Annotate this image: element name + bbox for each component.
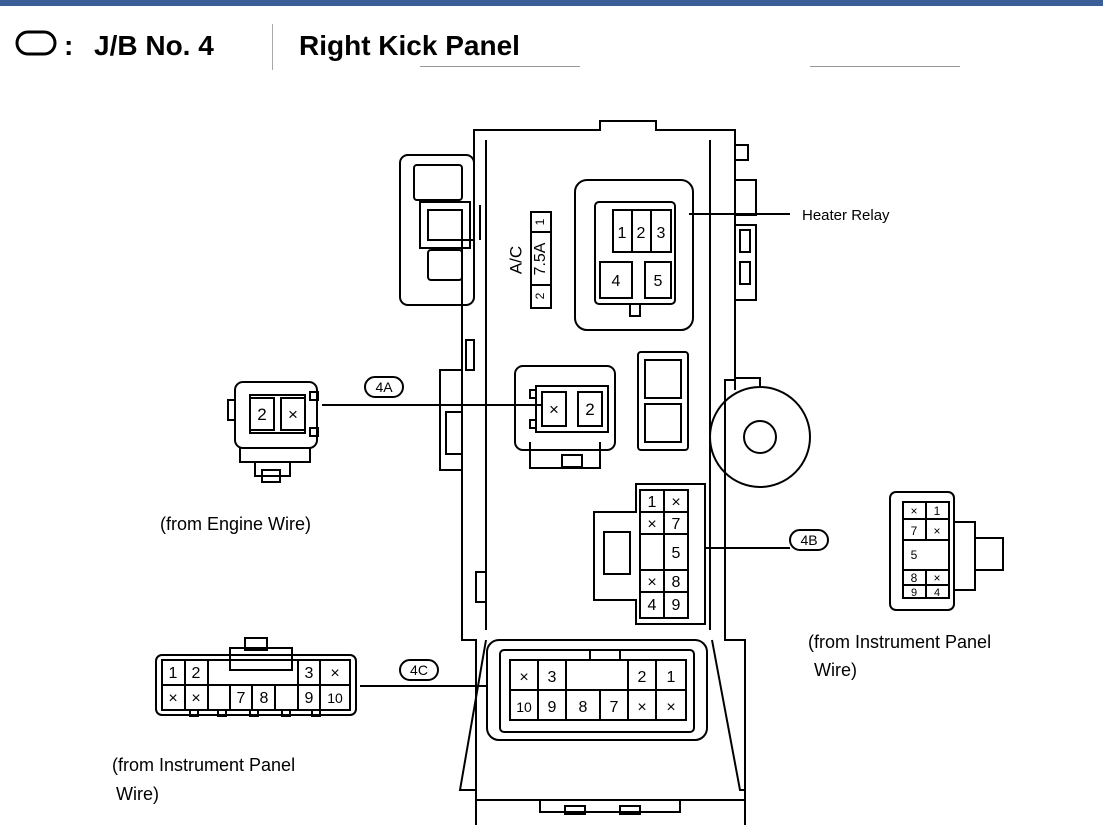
4C-socket-pin: 7 xyxy=(610,699,619,716)
mounting-boss xyxy=(709,377,811,488)
connector-4B-caption: (from Instrument Panel xyxy=(808,632,991,652)
4C-socket-pin: 1 xyxy=(667,669,676,686)
4B-plug-pin: 4 xyxy=(934,587,940,599)
4B-socket-pin: 1 xyxy=(648,494,657,511)
header-rule xyxy=(420,66,580,67)
ac-fuse xyxy=(530,211,552,309)
fuse-pin-bottom: 2 xyxy=(533,292,547,299)
4B-socket-pin: × xyxy=(647,516,656,533)
connector-4B-tag: 4B xyxy=(800,532,817,548)
empty-slot-frame xyxy=(637,351,689,451)
4C-plug-pin: 2 xyxy=(192,665,201,682)
4A-socket-pin: 2 xyxy=(585,400,594,419)
connector-4C-plug xyxy=(155,637,357,717)
4B-plug-pin: × xyxy=(910,504,917,518)
relay-pin: 3 xyxy=(657,225,666,242)
4B-socket-pin: 8 xyxy=(672,574,681,591)
oval-legend-icon xyxy=(15,30,57,56)
4C-plug-pin: 1 xyxy=(169,665,178,682)
page-header: : J/B No. 4 Right Kick Panel xyxy=(0,6,1103,72)
connector-4B-socket xyxy=(593,483,790,625)
4C-plug-pin: 7 xyxy=(237,690,246,707)
heater-relay-socket xyxy=(574,179,790,331)
4C-socket-pin: 3 xyxy=(548,669,557,686)
4B-plug-pin: 5 xyxy=(911,548,918,562)
4A-socket-pin: × xyxy=(549,400,559,419)
4C-plug-pin: 8 xyxy=(260,690,269,707)
left-middle-tabs xyxy=(439,339,487,603)
connector-4A-tag: 4A xyxy=(375,379,393,395)
relay-pin: 4 xyxy=(612,273,621,290)
connector-4A-caption: (from Engine Wire) xyxy=(160,514,311,534)
heater-relay-label: Heater Relay xyxy=(802,207,890,224)
4B-plug-pin: 9 xyxy=(911,587,917,599)
relay-pin: 2 xyxy=(637,225,646,242)
4B-socket-pin: 5 xyxy=(672,545,681,562)
4C-socket-pin: × xyxy=(666,699,675,716)
fuse-pin-top: 1 xyxy=(533,218,547,225)
connector-4C-tag-oval xyxy=(399,659,439,681)
4C-socket-pin: 9 xyxy=(548,699,557,716)
connector-4B-plug xyxy=(889,491,1004,611)
page-title: Right Kick Panel xyxy=(299,30,520,61)
4C-plug-pin: × xyxy=(168,690,177,707)
4C-socket-pin: × xyxy=(637,699,646,716)
connector-4C-tag: 4C xyxy=(410,662,428,678)
4B-socket-pin: 4 xyxy=(648,597,657,614)
4B-plug-pin: 8 xyxy=(911,571,918,585)
left-bracket xyxy=(399,154,481,306)
top-accent-bar xyxy=(0,0,1103,6)
4C-socket-pin: 10 xyxy=(516,699,532,715)
4C-plug-pin: × xyxy=(191,690,200,707)
connector-4C-caption: (from Instrument Panel xyxy=(112,755,295,775)
connector-4A-socket xyxy=(322,365,616,469)
connector-4C-caption: Wire) xyxy=(116,784,159,804)
connector-4A-tag-oval xyxy=(364,376,404,398)
4B-plug-pin: × xyxy=(933,524,940,538)
4B-plug-pin: × xyxy=(933,571,940,585)
empty-slot xyxy=(644,403,682,443)
4A-plug-pin: × xyxy=(288,405,298,424)
4B-socket-pin: 9 xyxy=(672,597,681,614)
4B-plug-pin: 1 xyxy=(934,504,941,518)
4C-socket-pin: 8 xyxy=(579,699,588,716)
4A-plug-pin: 2 xyxy=(257,405,266,424)
4C-plug-pin: 9 xyxy=(305,690,314,707)
4C-plug-pin: 3 xyxy=(305,665,314,682)
header-rule xyxy=(810,66,960,67)
connector-4A-plug xyxy=(227,381,319,483)
fuse-rating: 7.5A xyxy=(532,242,549,275)
4C-socket-pin: × xyxy=(519,669,528,686)
connector-4C-socket xyxy=(360,639,708,741)
4B-socket-pin: × xyxy=(671,494,680,511)
header-colon: : xyxy=(64,30,74,61)
4B-socket-pin: × xyxy=(647,574,656,591)
4C-plug-pin: 10 xyxy=(327,690,343,706)
fuse-name: A/C xyxy=(506,246,525,274)
junction-block-label: J/B No. 4 xyxy=(94,30,214,61)
4B-plug-pin: 7 xyxy=(911,524,918,538)
4B-socket-pin: 7 xyxy=(672,516,681,533)
relay-pin: 5 xyxy=(654,273,663,290)
relay-pin: 1 xyxy=(618,225,627,242)
connector-4B-tag-oval xyxy=(789,529,829,551)
connector-4B-caption: Wire) xyxy=(814,660,857,680)
4C-plug-pin: × xyxy=(330,665,339,682)
4C-socket-pin: 2 xyxy=(638,669,647,686)
junction-block-diagram: A/C 7.5A 1 2 1 2 3 4 5 Heater Relay × 2 … xyxy=(112,120,1004,825)
header-divider xyxy=(272,24,273,70)
empty-slot xyxy=(644,359,682,399)
right-side-tabs xyxy=(735,144,757,301)
